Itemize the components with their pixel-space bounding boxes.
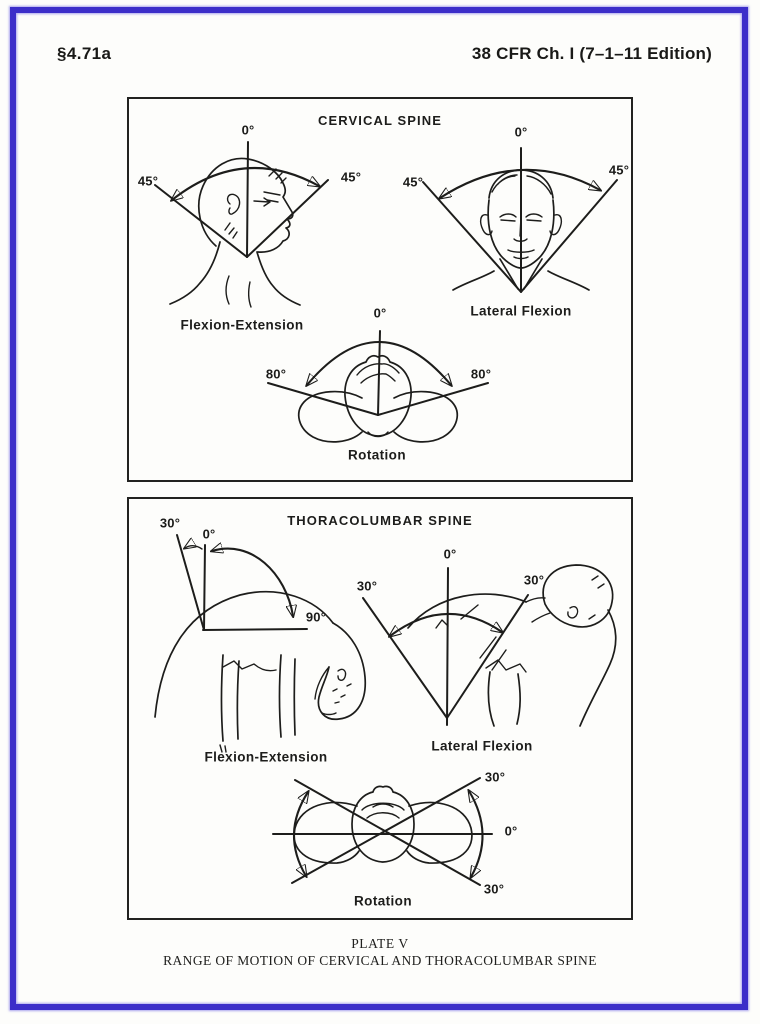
header-section-number: §4.71a	[57, 44, 112, 63]
cervical-rotation-80-left-label: 80°	[265, 366, 287, 382]
page-border	[10, 7, 748, 1010]
thoraco-rotation-caption: Rotation	[354, 893, 412, 909]
cervical-flexext-45-right-label: 45°	[340, 169, 362, 185]
thoracolumbar-spine-title: THORACOLUMBAR SPINE	[287, 513, 473, 528]
cervical-latflex-0-label: 0°	[514, 124, 528, 140]
thoraco-latflex-0-label: 0°	[443, 546, 457, 562]
plate-caption: PLATE V RANGE OF MOTION OF CERVICAL AND …	[0, 936, 760, 969]
figure-cervical-rotation: 0° 80° 80° Rotation	[255, 305, 505, 470]
thoraco-latflex-30-right-label: 30°	[523, 572, 545, 588]
header-edition: 38 CFR Ch. I (7–1–11 Edition)	[471, 44, 712, 63]
cervical-flexext-0-label: 0°	[241, 122, 255, 138]
thoraco-rotation-0-label: 0°	[504, 823, 518, 839]
thoraco-rotation-30-upper-label: 30°	[484, 769, 506, 785]
head-top-view-illustration	[267, 330, 489, 443]
cervical-flexext-45-left-label: 45°	[137, 173, 159, 189]
cervical-flexext-caption: Flexion-Extension	[180, 317, 304, 333]
thoracolumbar-spine-panel: THORACOLUMBAR SPINE	[127, 497, 633, 920]
bent-forward-figure-illustration	[154, 534, 367, 753]
figure-thoracolumbar-lateral-flexion: 30° 0° 30° Lateral Flexion	[340, 540, 630, 760]
torso-top-view-illustration	[272, 777, 493, 886]
thoraco-latflex-caption: Lateral Flexion	[431, 738, 533, 754]
thoraco-rotation-30-lower-label: 30°	[483, 881, 505, 897]
thoraco-flexext-90-label: 90°	[305, 609, 327, 625]
cervical-latflex-45-right-label: 45°	[608, 162, 630, 178]
figure-cervical-lateral-flexion: 0° 45° 45° Lateral Flexion	[393, 120, 635, 350]
thoraco-latflex-30-left-label: 30°	[356, 578, 378, 594]
thoraco-flexext-caption: Flexion-Extension	[204, 749, 328, 765]
plate-title: RANGE OF MOTION OF CERVICAL AND THORACOL…	[163, 953, 597, 968]
cervical-spine-title: CERVICAL SPINE	[317, 113, 442, 128]
plate-number: PLATE V	[351, 936, 409, 951]
cervical-rotation-80-right-label: 80°	[470, 366, 492, 382]
face-front-illustration	[422, 147, 618, 293]
thoraco-flexext-0-label: 0°	[202, 526, 216, 542]
figure-thoracolumbar-rotation: 30° 0° 30° Rotation	[245, 760, 537, 920]
side-bend-figure-illustration	[362, 564, 617, 727]
cervical-latflex-45-left-label: 45°	[402, 174, 424, 190]
head-profile-illustration	[154, 141, 329, 308]
cervical-latflex-caption: Lateral Flexion	[470, 303, 572, 319]
cervical-rotation-0-label: 0°	[373, 305, 387, 321]
cervical-spine-panel: CERVICAL SPINE	[127, 97, 633, 482]
figure-cervical-flexion-extension: 0° 45° 45° Flexion-Extension	[130, 120, 390, 350]
cervical-rotation-caption: Rotation	[348, 447, 406, 463]
figure-thoracolumbar-flexion-extension: 30° 0° 90° Flexion-Extension	[135, 505, 395, 770]
thoraco-flexext-30-label: 30°	[159, 515, 181, 531]
